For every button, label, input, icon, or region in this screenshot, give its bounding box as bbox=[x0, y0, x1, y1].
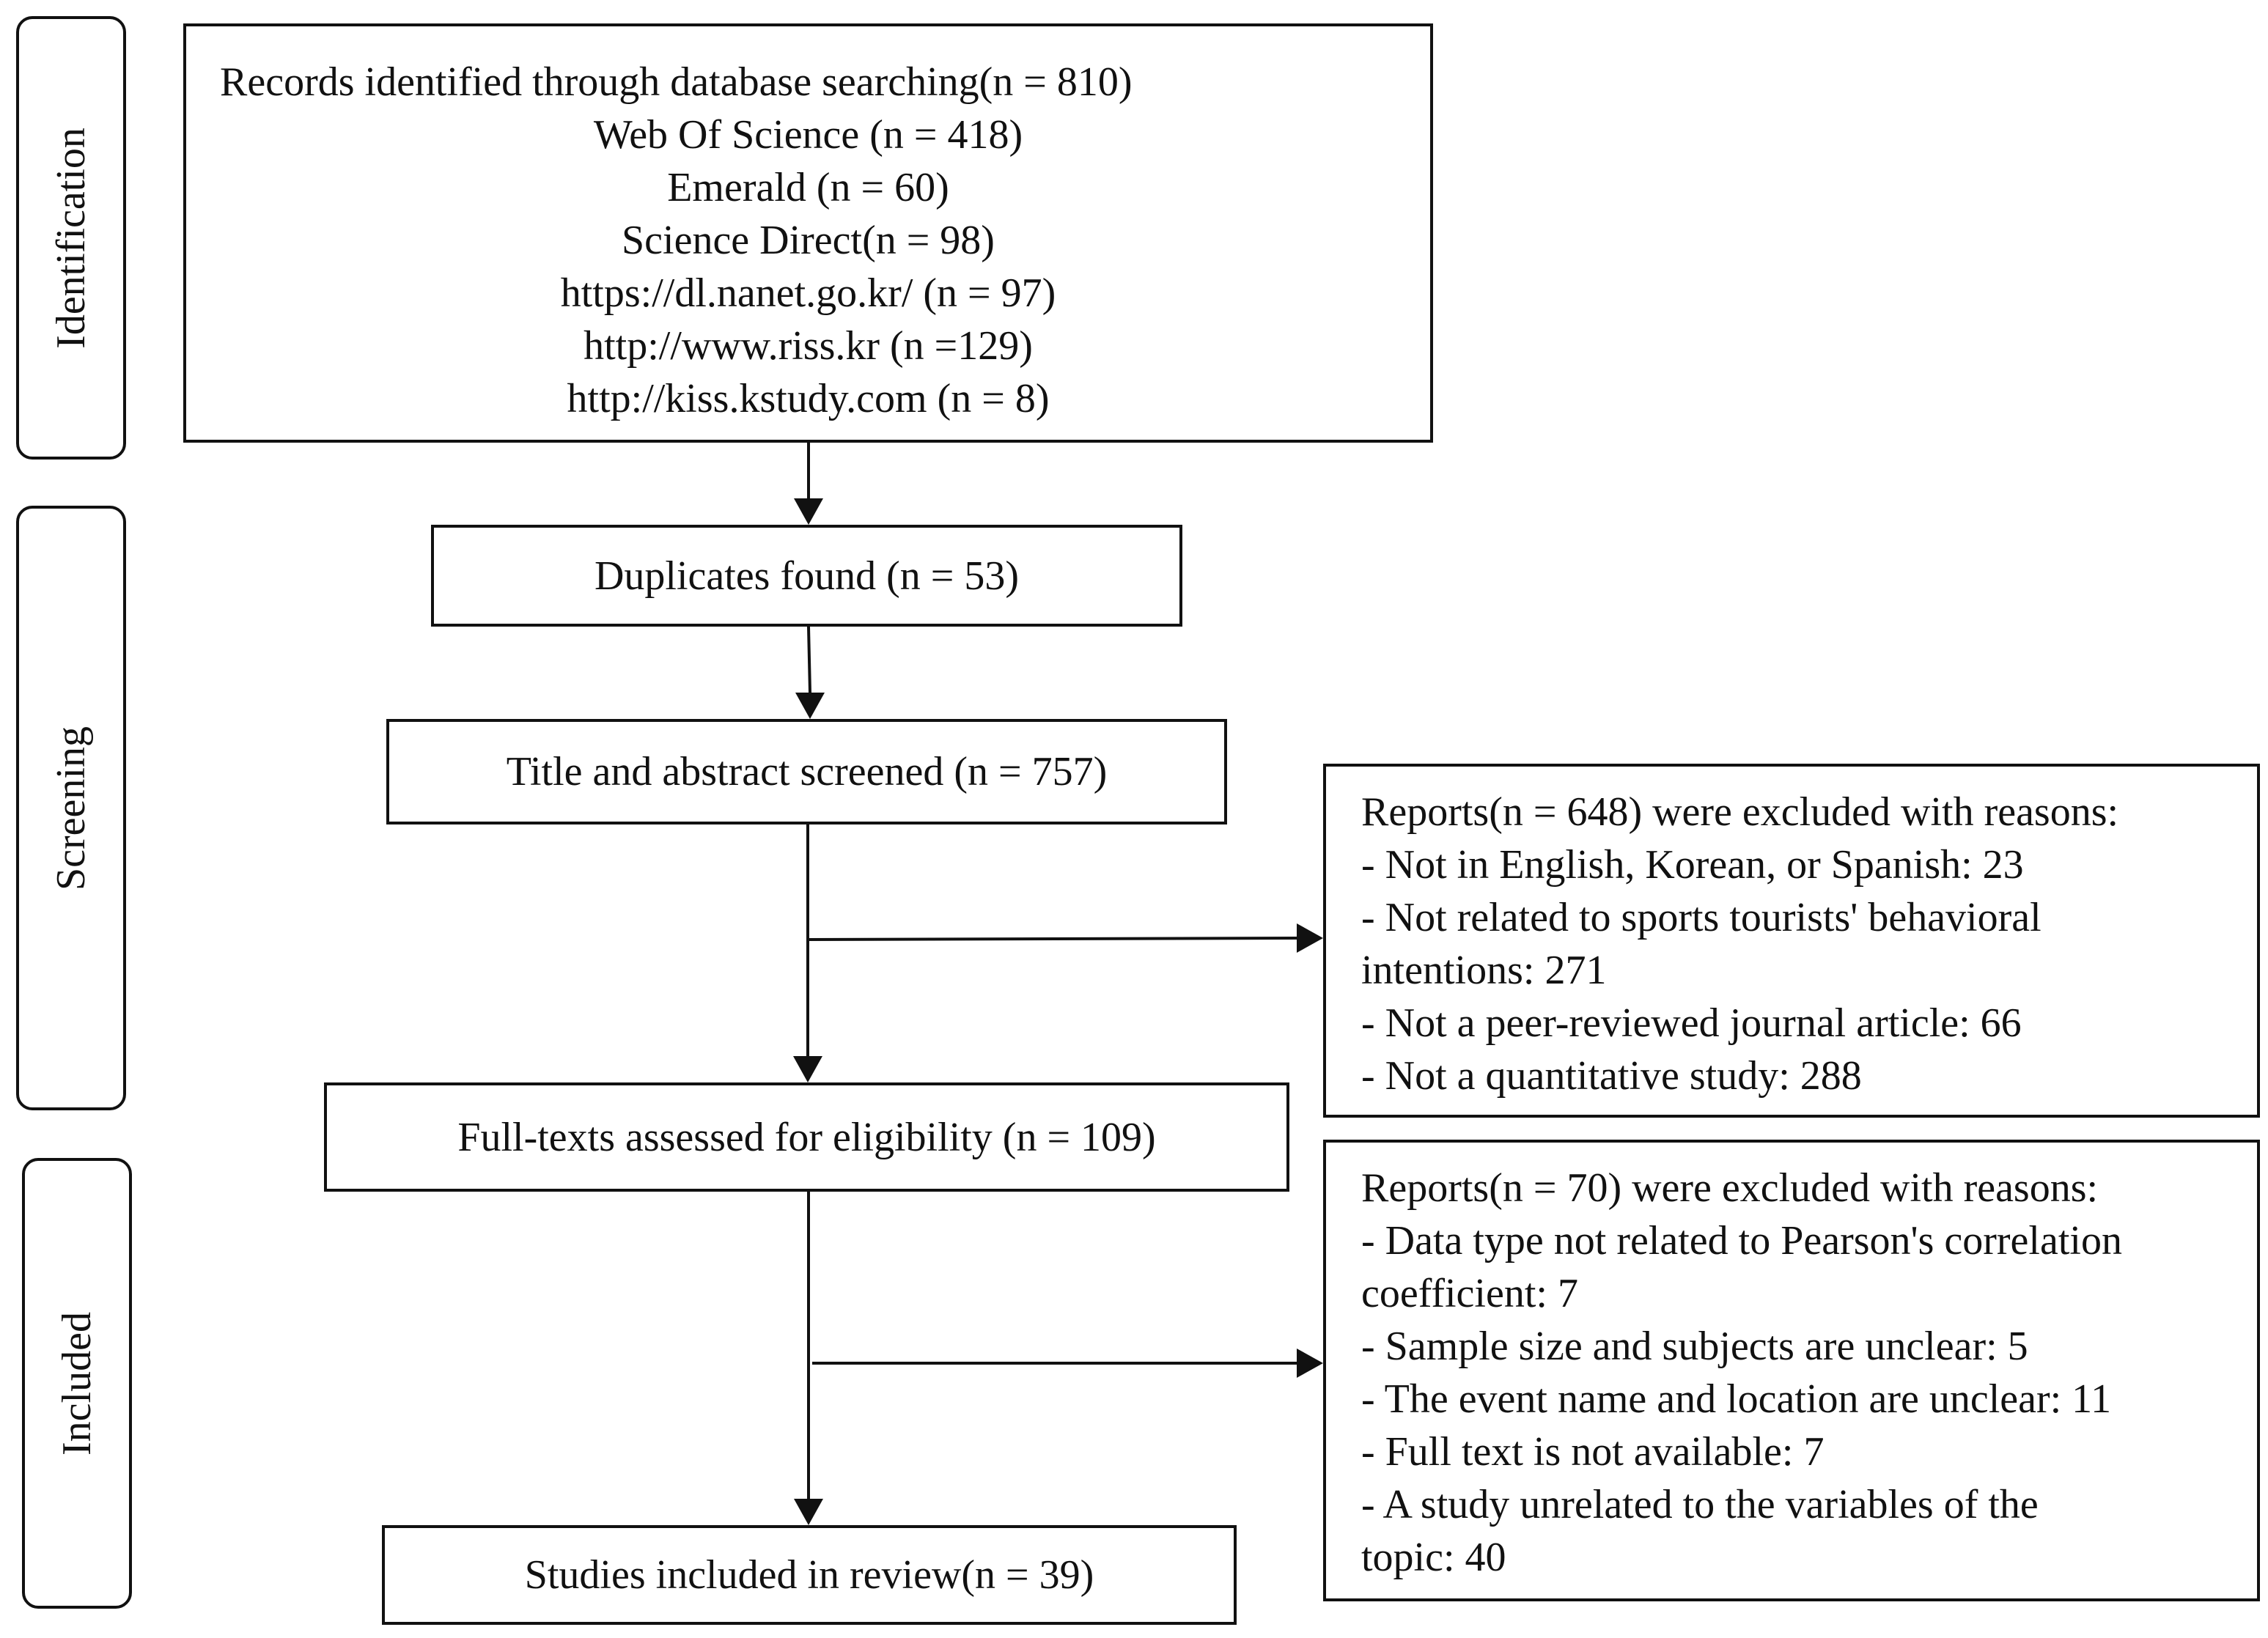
exclusion-1-line: Reports(n = 648) were excluded with reas… bbox=[1361, 789, 2119, 835]
arrow-duplicates-to-screened bbox=[795, 626, 825, 719]
exclusion-2-line: topic: 40 bbox=[1361, 1535, 1506, 1580]
source-nanet: https://dl.nanet.go.kr/ (n = 97) bbox=[560, 270, 1056, 316]
arrow-screened-to-fulltexts bbox=[793, 824, 822, 1082]
exclusion-2-line: - Full text is not available: 7 bbox=[1361, 1429, 1825, 1475]
screened-box: Title and abstract screened (n = 757) bbox=[386, 719, 1227, 824]
source-web-of-science: Web Of Science (n = 418) bbox=[593, 112, 1023, 158]
phase-screening-label: Screening bbox=[48, 726, 94, 890]
records-identified-box: Records identified through database sear… bbox=[183, 23, 1433, 443]
phase-screening: Screening bbox=[16, 506, 126, 1110]
fulltexts-box: Full-texts assessed for eligibility (n =… bbox=[324, 1082, 1289, 1192]
exclusion-2-line: - The event name and location are unclea… bbox=[1361, 1376, 2112, 1422]
arrow-fulltexts-to-included bbox=[794, 1192, 823, 1525]
fulltexts-label: Full-texts assessed for eligibility (n =… bbox=[457, 1114, 1156, 1160]
exclusion-1-line: - Not in English, Korean, or Spanish: 23 bbox=[1361, 842, 2024, 888]
exclusion-2-line: coefficient: 7 bbox=[1361, 1271, 1578, 1316]
exclusion-2-line: Reports(n = 70) were excluded with reaso… bbox=[1361, 1165, 2099, 1211]
source-emerald: Emerald (n = 60) bbox=[667, 165, 949, 210]
arrow-to-exclusion-1 bbox=[807, 923, 1323, 953]
exclusion-2-line: - A study unrelated to the variables of … bbox=[1361, 1482, 2039, 1527]
exclusion-2-line: - Sample size and subjects are unclear: … bbox=[1361, 1324, 2028, 1369]
phase-included-label: Included bbox=[54, 1311, 100, 1456]
included-label: Studies included in review(n = 39) bbox=[524, 1552, 1094, 1598]
duplicates-box: Duplicates found (n = 53) bbox=[431, 525, 1182, 627]
duplicates-label: Duplicates found (n = 53) bbox=[594, 553, 1019, 599]
phase-identification: Identification bbox=[16, 16, 126, 460]
records-title: Records identified through database sear… bbox=[220, 59, 1133, 105]
exclusion-1-line: intentions: 271 bbox=[1361, 948, 1607, 993]
exclusion-2-line: - Data type not related to Pearson's cor… bbox=[1361, 1218, 2122, 1263]
exclusion-box-1: Reports(n = 648) were excluded with reas… bbox=[1323, 764, 2260, 1118]
exclusion-1-line: - Not related to sports tourists' behavi… bbox=[1361, 895, 2041, 940]
source-riss: http://www.riss.kr (n =129) bbox=[583, 323, 1033, 369]
exclusion-box-2: Reports(n = 70) were excluded with reaso… bbox=[1323, 1140, 2260, 1601]
source-kiss: http://kiss.kstudy.com (n = 8) bbox=[567, 376, 1050, 421]
arrow-records-to-duplicates bbox=[794, 443, 823, 525]
screened-label: Title and abstract screened (n = 757) bbox=[506, 749, 1108, 794]
source-science-direct: Science Direct(n = 98) bbox=[622, 218, 995, 263]
arrow-to-exclusion-2 bbox=[812, 1349, 1323, 1378]
phase-identification-label: Identification bbox=[48, 127, 94, 349]
exclusion-1-line: - Not a peer-reviewed journal article: 6… bbox=[1361, 1000, 2022, 1046]
included-box: Studies included in review(n = 39) bbox=[382, 1525, 1237, 1625]
exclusion-1-line: - Not a quantitative study: 288 bbox=[1361, 1053, 1862, 1099]
phase-included: Included bbox=[22, 1158, 132, 1609]
